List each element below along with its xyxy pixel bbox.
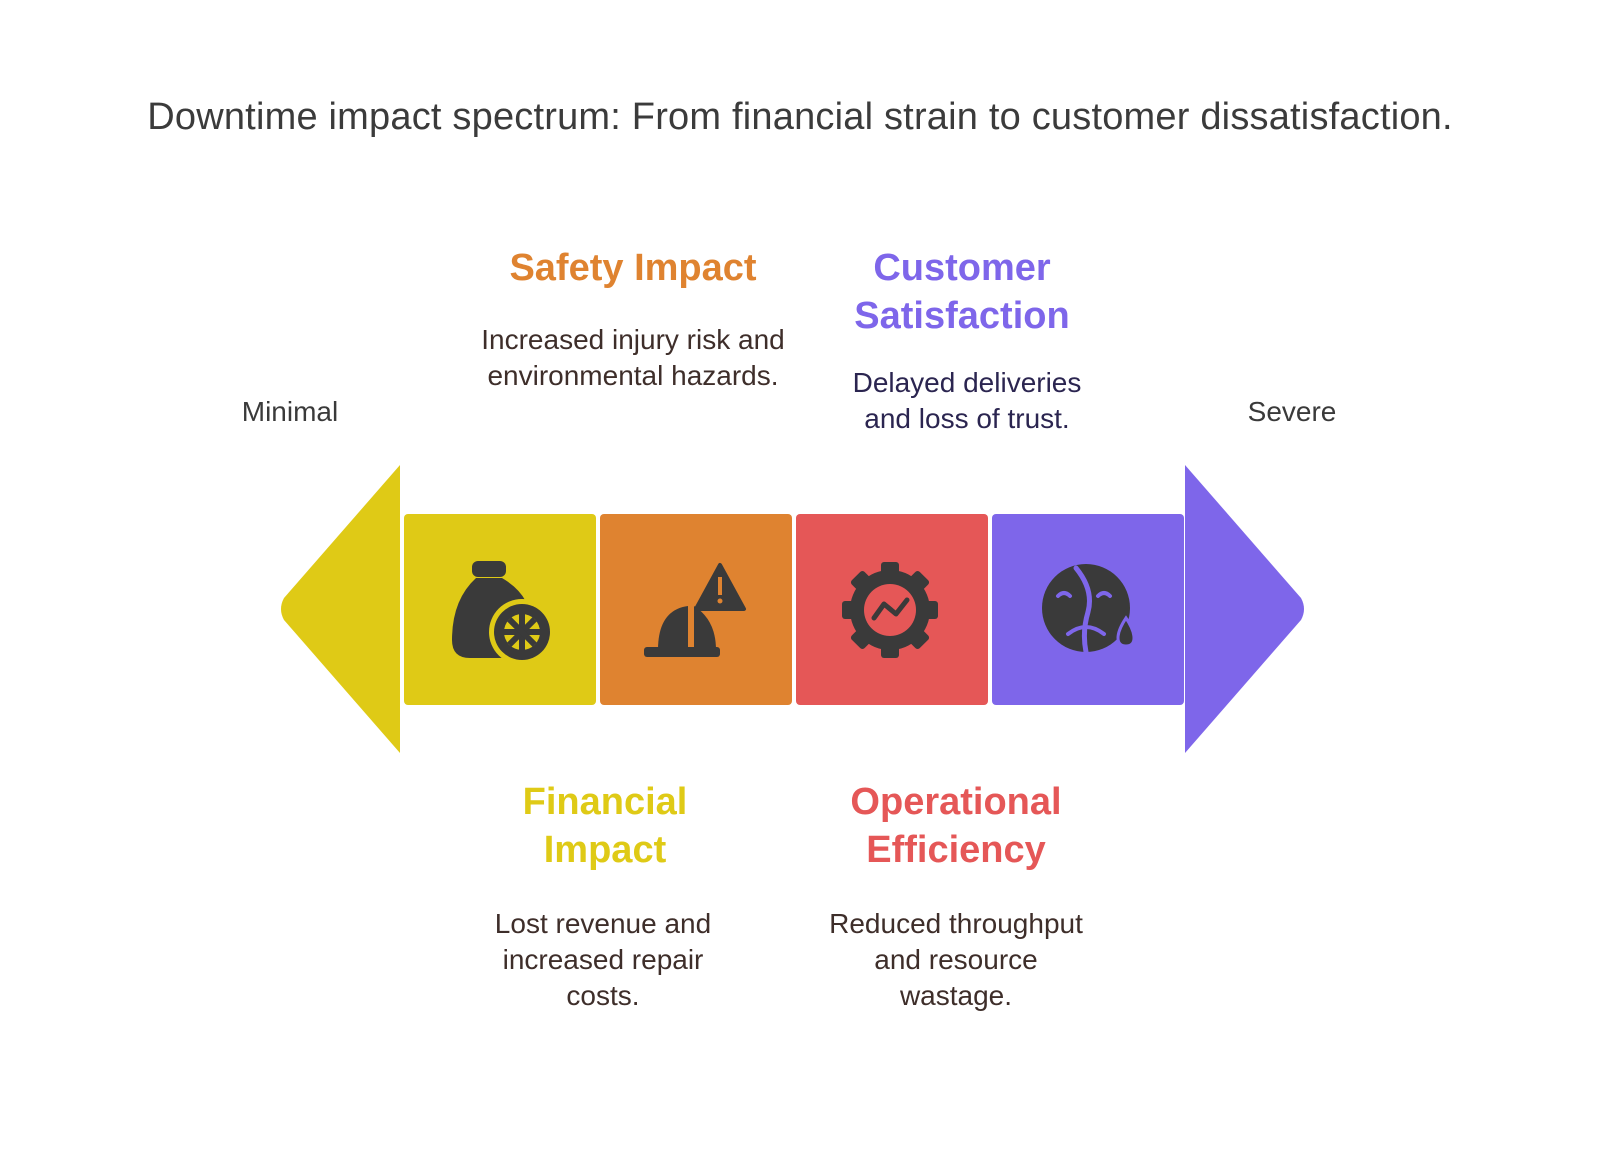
- right-arrowhead: [1185, 465, 1304, 753]
- financial-impact-description: Lost revenue and increased repair costs.: [494, 908, 712, 1011]
- customer-satisfaction-title: Customer Satisfaction: [854, 247, 1070, 337]
- safety-impact-description: Increased injury risk and environmental …: [481, 324, 785, 391]
- left-arrowhead: [281, 465, 400, 753]
- operational-efficiency-description: Reduced throughput and resource wastage.: [829, 908, 1083, 1011]
- sad-face-icon: [1042, 564, 1136, 655]
- financial-impact-title: Financial Impact: [522, 781, 688, 871]
- gear-chart-icon: [842, 562, 938, 658]
- money-bag-coin-icon: [452, 561, 555, 665]
- hard-hat-warning-icon: [644, 563, 746, 657]
- operational-efficiency-title: Operational Efficiency: [850, 781, 1062, 871]
- safety-impact-title: Safety Impact: [509, 247, 757, 289]
- spectrum-min-label: Minimal: [241, 396, 339, 427]
- spectrum-max-label: Severe: [1247, 396, 1337, 427]
- page-title: Downtime impact spectrum: From financial…: [147, 96, 1453, 138]
- customer-satisfaction-description: Delayed deliveries and loss of trust.: [852, 367, 1082, 434]
